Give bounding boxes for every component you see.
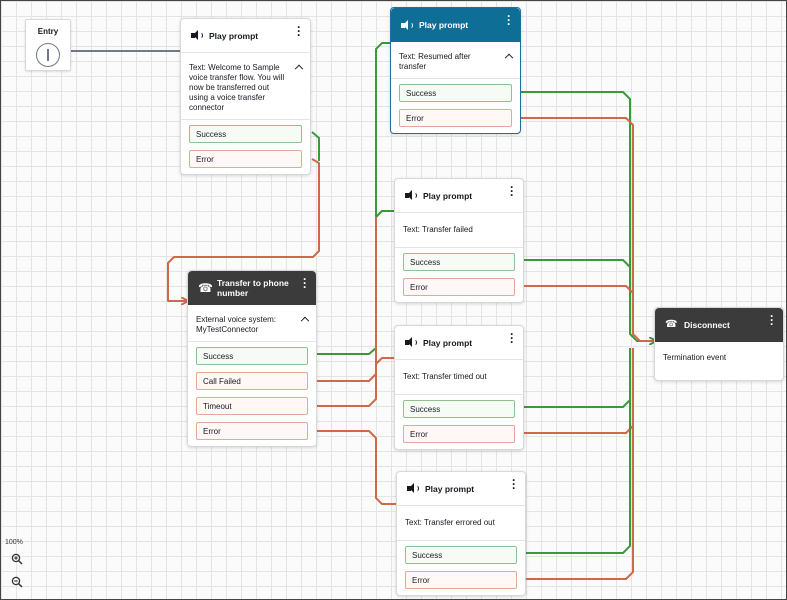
block-header: ☎ Disconnect ··· (655, 308, 783, 342)
kebab-menu-icon[interactable]: ··· (507, 9, 511, 31)
port-error[interactable]: Error (405, 571, 517, 589)
external-system-text: External voice system: MyTestConnector (196, 315, 277, 334)
wire-timedout-success-to-disconnect (524, 348, 631, 408)
block-play-prompt-timedout[interactable]: Play prompt ··· Text: Transfer timed out… (394, 325, 524, 450)
wire-errored-error-to-disconnect (525, 348, 634, 580)
block-header: Play prompt ··· (395, 179, 523, 213)
prompt-text: Text: Transfer errored out (405, 518, 495, 527)
block-header: ☎ Transfer to phone number ··· (188, 271, 316, 305)
port-error[interactable]: Error (189, 150, 302, 168)
collapse-chevron-icon[interactable] (294, 64, 304, 74)
block-header: Play prompt ··· (397, 472, 525, 506)
prompt-text: Text: Welcome to Sample voice transfer f… (189, 63, 285, 112)
block-title: Play prompt (419, 20, 469, 30)
kebab-menu-icon[interactable]: ··· (510, 327, 514, 349)
block-transfer-to-phone[interactable]: ☎ Transfer to phone number ··· External … (187, 270, 317, 447)
block-body: Text: Transfer failed (395, 213, 523, 247)
block-body: Text: Transfer errored out (397, 506, 525, 540)
block-play-prompt-errored[interactable]: Play prompt ··· Text: Transfer errored o… (396, 471, 526, 596)
block-title: Disconnect (684, 320, 730, 330)
speaker-icon (405, 190, 417, 201)
port-success[interactable]: Success (403, 400, 515, 418)
block-header: Play prompt ··· (181, 19, 310, 53)
entry-output-port[interactable] (36, 43, 60, 67)
port-success[interactable]: Success (405, 546, 517, 564)
wire-failed-success-to-disconnect (524, 259, 631, 268)
block-title: Play prompt (423, 337, 473, 348)
block-title: Play prompt (209, 30, 259, 41)
prompt-text: Text: Transfer failed (403, 225, 473, 234)
speaker-icon (407, 483, 419, 494)
wire-transfer-error-to-errored (317, 430, 404, 504)
speaker-icon (191, 30, 203, 41)
kebab-menu-icon[interactable]: ··· (512, 473, 516, 495)
port-error[interactable]: Error (196, 422, 308, 440)
phone-transfer-icon: ☎ (198, 281, 213, 295)
zoom-level: 100% (5, 539, 23, 546)
zoom-controls: 100% (5, 539, 31, 598)
prompt-text: Text: Resumed after transfer (399, 52, 471, 71)
wire-failed-error-to-disconnect (524, 285, 634, 294)
hang-up-icon: ☎ (665, 319, 678, 330)
block-body: Termination event (655, 342, 783, 380)
port-timeout[interactable]: Timeout (196, 397, 308, 415)
block-title: Play prompt (423, 190, 473, 201)
block-title: Transfer to phone number (217, 278, 289, 298)
wire-transfer-success-to-resumed (317, 43, 397, 355)
port-success[interactable]: Success (196, 347, 308, 365)
wire-welcome-success (311, 131, 320, 161)
block-disconnect[interactable]: ☎ Disconnect ··· Termination event (654, 307, 784, 381)
speaker-icon (401, 19, 413, 31)
collapse-chevron-icon[interactable] (504, 53, 514, 63)
speaker-icon (405, 337, 417, 348)
block-play-prompt-resumed[interactable]: Play prompt ··· Text: Resumed after tran… (390, 7, 521, 134)
zoom-out-icon[interactable] (7, 575, 27, 595)
wire-transfer-timeout-to-timedout (317, 358, 403, 407)
wire-timedout-error-to-disconnect (524, 348, 634, 434)
wire-errored-success-to-disconnect (525, 348, 631, 554)
block-body: Text: Resumed after transfer (391, 42, 520, 78)
block-header: Play prompt ··· (391, 8, 520, 42)
block-body: Text: Welcome to Sample voice transfer f… (181, 53, 310, 119)
block-body: Text: Transfer timed out (395, 360, 523, 394)
port-error[interactable]: Error (403, 278, 515, 296)
block-title: Play prompt (425, 483, 475, 494)
port-success[interactable]: Success (189, 125, 302, 143)
kebab-menu-icon[interactable]: ··· (770, 309, 774, 331)
wire-resumed-success-to-disconnect (521, 91, 655, 341)
wire-resumed-error-to-disconnect (521, 117, 655, 342)
port-call-failed[interactable]: Call Failed (196, 372, 308, 390)
block-header: Play prompt ··· (395, 326, 523, 360)
port-error[interactable]: Error (403, 425, 515, 443)
block-play-prompt-failed[interactable]: Play prompt ··· Text: Transfer failed Su… (394, 178, 524, 303)
kebab-menu-icon[interactable]: ··· (510, 180, 514, 202)
block-body: External voice system: MyTestConnector (188, 305, 316, 341)
wire-transfer-success-branch (375, 210, 399, 218)
collapse-chevron-icon[interactable] (300, 316, 310, 326)
block-play-prompt-welcome[interactable]: Play prompt ··· Text: Welcome to Sample … (180, 18, 311, 175)
termination-text: Termination event (663, 353, 727, 362)
wire-welcome-error-to-transfer (167, 158, 320, 301)
wire-transfer-callfailed-to-failed (317, 211, 403, 382)
entry-label: Entry (37, 27, 59, 36)
entry-node[interactable]: Entry (25, 19, 71, 71)
port-error[interactable]: Error (399, 109, 512, 127)
port-success[interactable]: Success (399, 84, 512, 102)
prompt-text: Text: Transfer timed out (403, 372, 487, 381)
zoom-in-icon[interactable] (7, 552, 27, 572)
kebab-menu-icon[interactable]: ··· (303, 272, 307, 294)
kebab-menu-icon[interactable]: ··· (297, 20, 301, 42)
port-success[interactable]: Success (403, 253, 515, 271)
